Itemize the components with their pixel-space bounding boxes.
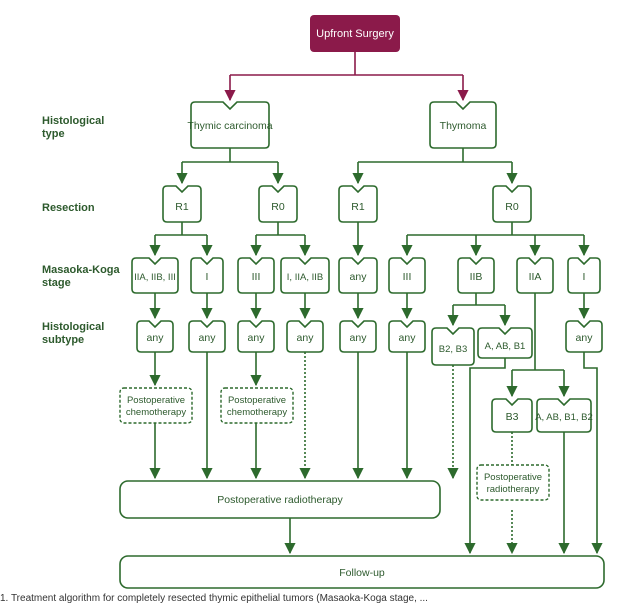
node-thymic-carcinoma-label: Thymic carcinoma (187, 120, 272, 132)
node-stage-iii-th-label: III (403, 271, 412, 283)
node-chemo-1-label-1: Postoperative (127, 395, 185, 406)
node-subtype-any-2: any (188, 320, 226, 353)
node-follow-up-label: Follow-up (339, 567, 385, 579)
node-subtype-any-i-label: any (576, 332, 594, 344)
node-postoperative-radiotherapy-label: Postoperative radiotherapy (217, 494, 343, 506)
node-stage-iii-tc: III (237, 257, 275, 294)
node-stage-iia-iib-iii: IIA, IIB, III (131, 257, 179, 294)
figure-caption: 1. Treatment algorithm for completely re… (0, 593, 428, 604)
node-radio-right-label-1: Postoperative (484, 472, 542, 483)
node-stage-i-th-label: I (583, 271, 586, 283)
node-follow-up: Follow-up (119, 555, 605, 589)
label-histological-type: Histological (42, 115, 104, 127)
node-stage-i-iia-iib: I, IIA, IIB (280, 257, 330, 294)
node-stage-iii-th: III (388, 257, 426, 294)
node-chemo-1-label-2: chemotherapy (126, 407, 186, 418)
node-stage-iia-iib-iii-label: IIA, IIB, III (134, 272, 176, 283)
node-chemo-2-label-1: Postoperative (228, 395, 286, 406)
node-subtype-any-1: any (136, 320, 174, 353)
node-subtype-any-3: any (237, 320, 275, 353)
node-subtype-any-5: any (339, 320, 377, 353)
node-subtype-any-4-label: any (297, 332, 315, 344)
node-tc-r0-label: R0 (271, 201, 285, 213)
node-radio-right: Postoperative radiotherapy (476, 464, 550, 501)
node-chemo-1: Postoperative chemotherapy (119, 387, 193, 424)
node-tc-r1-label: R1 (175, 201, 189, 213)
node-stage-iib: IIB (457, 257, 495, 294)
node-th-r1: R1 (338, 185, 378, 223)
top-split (224, 52, 469, 102)
node-subtype-any-6-label: any (399, 332, 417, 344)
node-stage-iia-label: IIA (529, 271, 542, 283)
node-subtype-any-4: any (286, 320, 324, 353)
node-subtype-any-i: any (565, 320, 603, 353)
label-histological-subtype-line2: subtype (42, 334, 84, 346)
node-chemo-2-label-2: chemotherapy (227, 407, 287, 418)
node-thymic-carcinoma: Thymic carcinoma (187, 101, 273, 149)
node-th-r0-label: R0 (505, 201, 519, 213)
node-stage-iii-tc-label: III (252, 271, 261, 283)
connectors (149, 52, 603, 555)
label-stage: Masaoka-Koga (42, 264, 121, 276)
node-thymoma-label: Thymoma (440, 120, 487, 132)
node-stage-iib-label: IIB (470, 271, 483, 283)
node-th-r1-label: R1 (351, 201, 365, 213)
node-stage-any-th-label: any (350, 271, 368, 283)
node-chemo-2: Postoperative chemotherapy (220, 387, 294, 424)
label-histological-type-line2: type (42, 128, 65, 140)
node-subtype-b2-b3-label: B2, B3 (439, 344, 468, 355)
node-th-r0: R0 (492, 185, 532, 223)
node-subtype-b3: B3 (491, 398, 533, 433)
node-subtype-any-2-label: any (199, 332, 217, 344)
upfront-surgery-label: Upfront Surgery (316, 28, 394, 40)
node-stage-i-tc: I (190, 257, 224, 294)
node-subtype-any-6: any (388, 320, 426, 353)
node-subtype-b3-label: B3 (506, 411, 519, 423)
node-subtype-a-ab-b1-b2: A, AB, B1, B2 (535, 398, 593, 433)
node-stage-any-th: any (338, 257, 378, 294)
node-thymoma: Thymoma (429, 101, 497, 149)
node-subtype-a-ab-b1-label: A, AB, B1 (485, 341, 526, 352)
node-subtype-any-3-label: any (248, 332, 266, 344)
node-stage-i-th: I (567, 257, 601, 294)
node-radio-right-label-2: radiotherapy (487, 484, 540, 495)
node-subtype-a-ab-b1-b2-label: A, AB, B1, B2 (535, 412, 593, 423)
node-stage-i-tc-label: I (206, 271, 209, 283)
label-resection: Resection (42, 202, 95, 214)
node-subtype-a-ab-b1: A, AB, B1 (477, 327, 533, 359)
node-subtype-b2-b3: B2, B3 (431, 327, 475, 366)
node-stage-i-iia-iib-label: I, IIA, IIB (287, 272, 323, 283)
node-stage-iia: IIA (516, 257, 554, 294)
node-subtype-any-5-label: any (350, 332, 368, 344)
node-postoperative-radiotherapy: Postoperative radiotherapy (119, 480, 441, 519)
upfront-surgery-node: Upfront Surgery (310, 15, 400, 52)
row-labels: Histological type Resection Masaoka-Koga… (42, 115, 121, 346)
node-subtype-any-1-label: any (147, 332, 165, 344)
node-tc-r1: R1 (162, 185, 202, 223)
label-histological-subtype: Histological (42, 321, 104, 333)
node-tc-r0: R0 (258, 185, 298, 223)
label-stage-line2: stage (42, 277, 71, 289)
